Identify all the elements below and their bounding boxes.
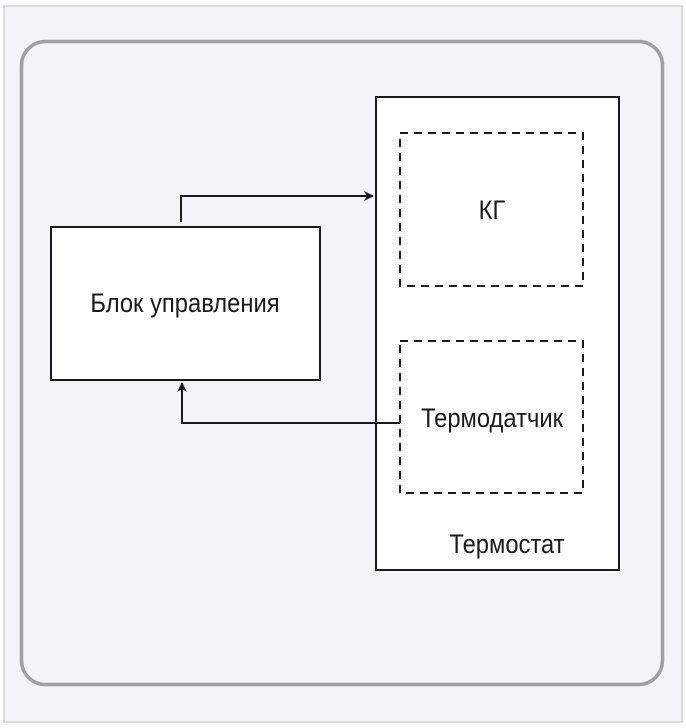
control-unit-label: Блок управления [90, 289, 279, 319]
kg-box: КГ [399, 132, 584, 287]
sensor-to-control-arrow [177, 382, 400, 424]
kg-label: КГ [479, 196, 506, 226]
control-unit-box: Блок управления [50, 226, 321, 381]
sensor-label: Термодатчик [421, 404, 564, 434]
thermostat-label: Термостат [449, 530, 565, 560]
sensor-box: Термодатчик [399, 340, 584, 494]
control-to-kg-arrow [180, 191, 374, 222]
system-frame [19, 39, 665, 687]
thermostat-box: Термостат [375, 96, 620, 571]
